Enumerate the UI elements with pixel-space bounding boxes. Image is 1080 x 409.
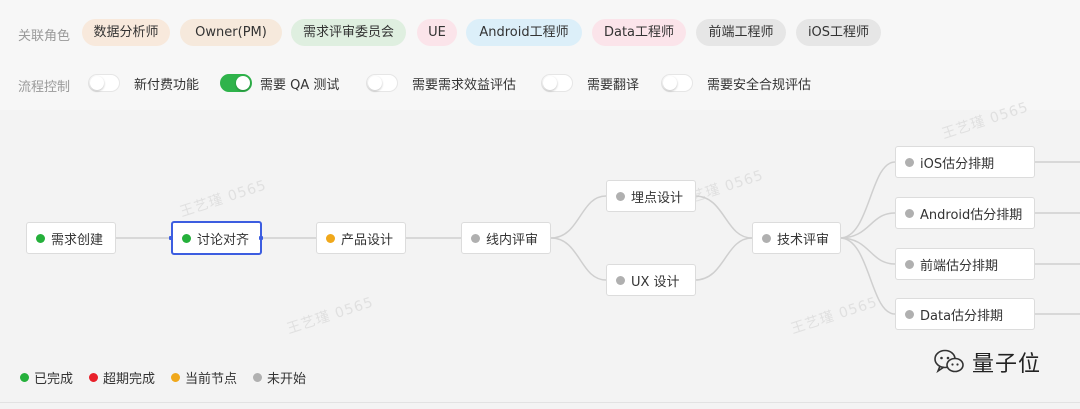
edge [694,237,753,281]
node-tracking-design[interactable]: 埋点设计 [606,180,696,212]
status-dot [471,233,480,243]
role-tag-frontend-engineer[interactable]: 前端工程师 [696,19,786,46]
status-legend: 已完成 超期完成 当前节点 未开始 [20,368,322,387]
status-dot [171,373,181,382]
status-dot [616,275,625,285]
edge [550,237,607,281]
node-discussion-alignment[interactable]: 讨论对齐 [171,221,262,255]
edge [839,161,896,239]
node-label: 讨论对齐 [197,232,250,248]
brand-name: 量子位 [972,352,1042,377]
toggle-label: 新付费功能 [134,77,200,93]
toggle-benefit-evaluation[interactable]: 需要需求效益评估 [366,71,516,95]
node-online-review[interactable]: 线内评审 [461,222,551,254]
legend-item-current: 当前节点 [171,368,237,387]
wechat-icon [934,349,964,374]
node-android-estimate[interactable]: Android估分排期 [895,197,1035,229]
status-dot [253,373,263,382]
toggle-switch[interactable] [661,74,693,92]
node-tech-review[interactable]: 技术评审 [752,222,841,254]
status-dot [89,373,99,382]
process-label: 流程控制 [18,80,71,95]
toggle-security-compliance[interactable]: 需要安全合规评估 [661,71,811,95]
connection-handle[interactable] [259,236,263,240]
status-dot [762,233,771,243]
node-label: iOS估分排期 [920,156,995,172]
status-dot [36,233,45,243]
status-dot [182,233,191,243]
toggle-new-paid-feature[interactable]: 新付费功能 [88,71,199,95]
status-dot [326,233,335,243]
edge [839,212,896,239]
node-requirement-created[interactable]: 需求创建 [26,222,116,254]
role-tag-ios-engineer[interactable]: iOS工程师 [796,19,881,46]
brand-logo: 量子位 [934,346,1041,378]
toggle-label: 需要翻译 [587,77,640,93]
legend-item-not-started: 未开始 [253,368,306,387]
toggle-switch[interactable] [220,74,252,92]
status-dot [20,373,29,382]
node-label: 线内评审 [486,232,539,248]
role-tag-review-committee[interactable]: 需求评审委员会 [291,19,406,46]
node-data-estimate[interactable]: Data估分排期 [895,298,1035,330]
node-label: Data估分排期 [920,308,1004,324]
status-dot [616,191,625,201]
edge [694,195,753,239]
node-label: 产品设计 [341,232,394,248]
status-dot [905,208,914,218]
legend-label: 已完成 [34,372,74,387]
node-label: Android估分排期 [920,207,1023,223]
node-ios-estimate[interactable]: iOS估分排期 [895,146,1035,178]
legend-label: 未开始 [267,372,307,387]
toggle-label: 需要需求效益评估 [412,77,517,93]
node-label: 技术评审 [777,232,830,248]
role-tag-ue[interactable]: UE [417,19,457,46]
legend-item-overdue: 超期完成 [89,368,155,387]
toggle-switch[interactable] [366,74,398,92]
toggle-switch[interactable] [541,74,573,92]
toolbar-area: 关联角色 数据分析师 Owner(PM) 需求评审委员会 UE Android工… [0,0,1080,110]
toggle-switch[interactable] [88,74,120,92]
status-dot [905,259,914,269]
node-label: 需求创建 [51,232,104,248]
toggle-qa-test[interactable]: 需要 QA 测试 [220,71,339,95]
roles-label: 关联角色 [18,29,71,44]
legend-label: 超期完成 [103,372,156,387]
role-tag-data-engineer[interactable]: Data工程师 [592,19,686,46]
toggle-label: 需要 QA 测试 [260,77,340,93]
edge [839,237,896,265]
node-frontend-estimate[interactable]: 前端估分排期 [895,248,1035,280]
node-product-design[interactable]: 产品设计 [316,222,406,254]
connection-handle[interactable] [169,236,173,240]
toggle-translation[interactable]: 需要翻译 [541,71,639,95]
node-ux-design[interactable]: UX 设计 [606,264,696,296]
node-label: 埋点设计 [631,190,684,206]
edge [550,195,607,239]
role-tag-owner-pm[interactable]: Owner(PM) [180,19,282,46]
legend-label: 当前节点 [185,372,238,387]
status-dot [905,157,914,167]
role-tag-data-analyst[interactable]: 数据分析师 [82,19,170,46]
role-tag-android-engineer[interactable]: Android工程师 [466,19,582,46]
node-label: UX 设计 [631,274,680,290]
status-dot [905,309,914,319]
edge [839,237,896,315]
legend-item-completed: 已完成 [20,368,73,387]
toggle-label: 需要安全合规评估 [707,77,812,93]
bottom-divider [0,402,1080,403]
node-label: 前端估分排期 [920,258,999,274]
